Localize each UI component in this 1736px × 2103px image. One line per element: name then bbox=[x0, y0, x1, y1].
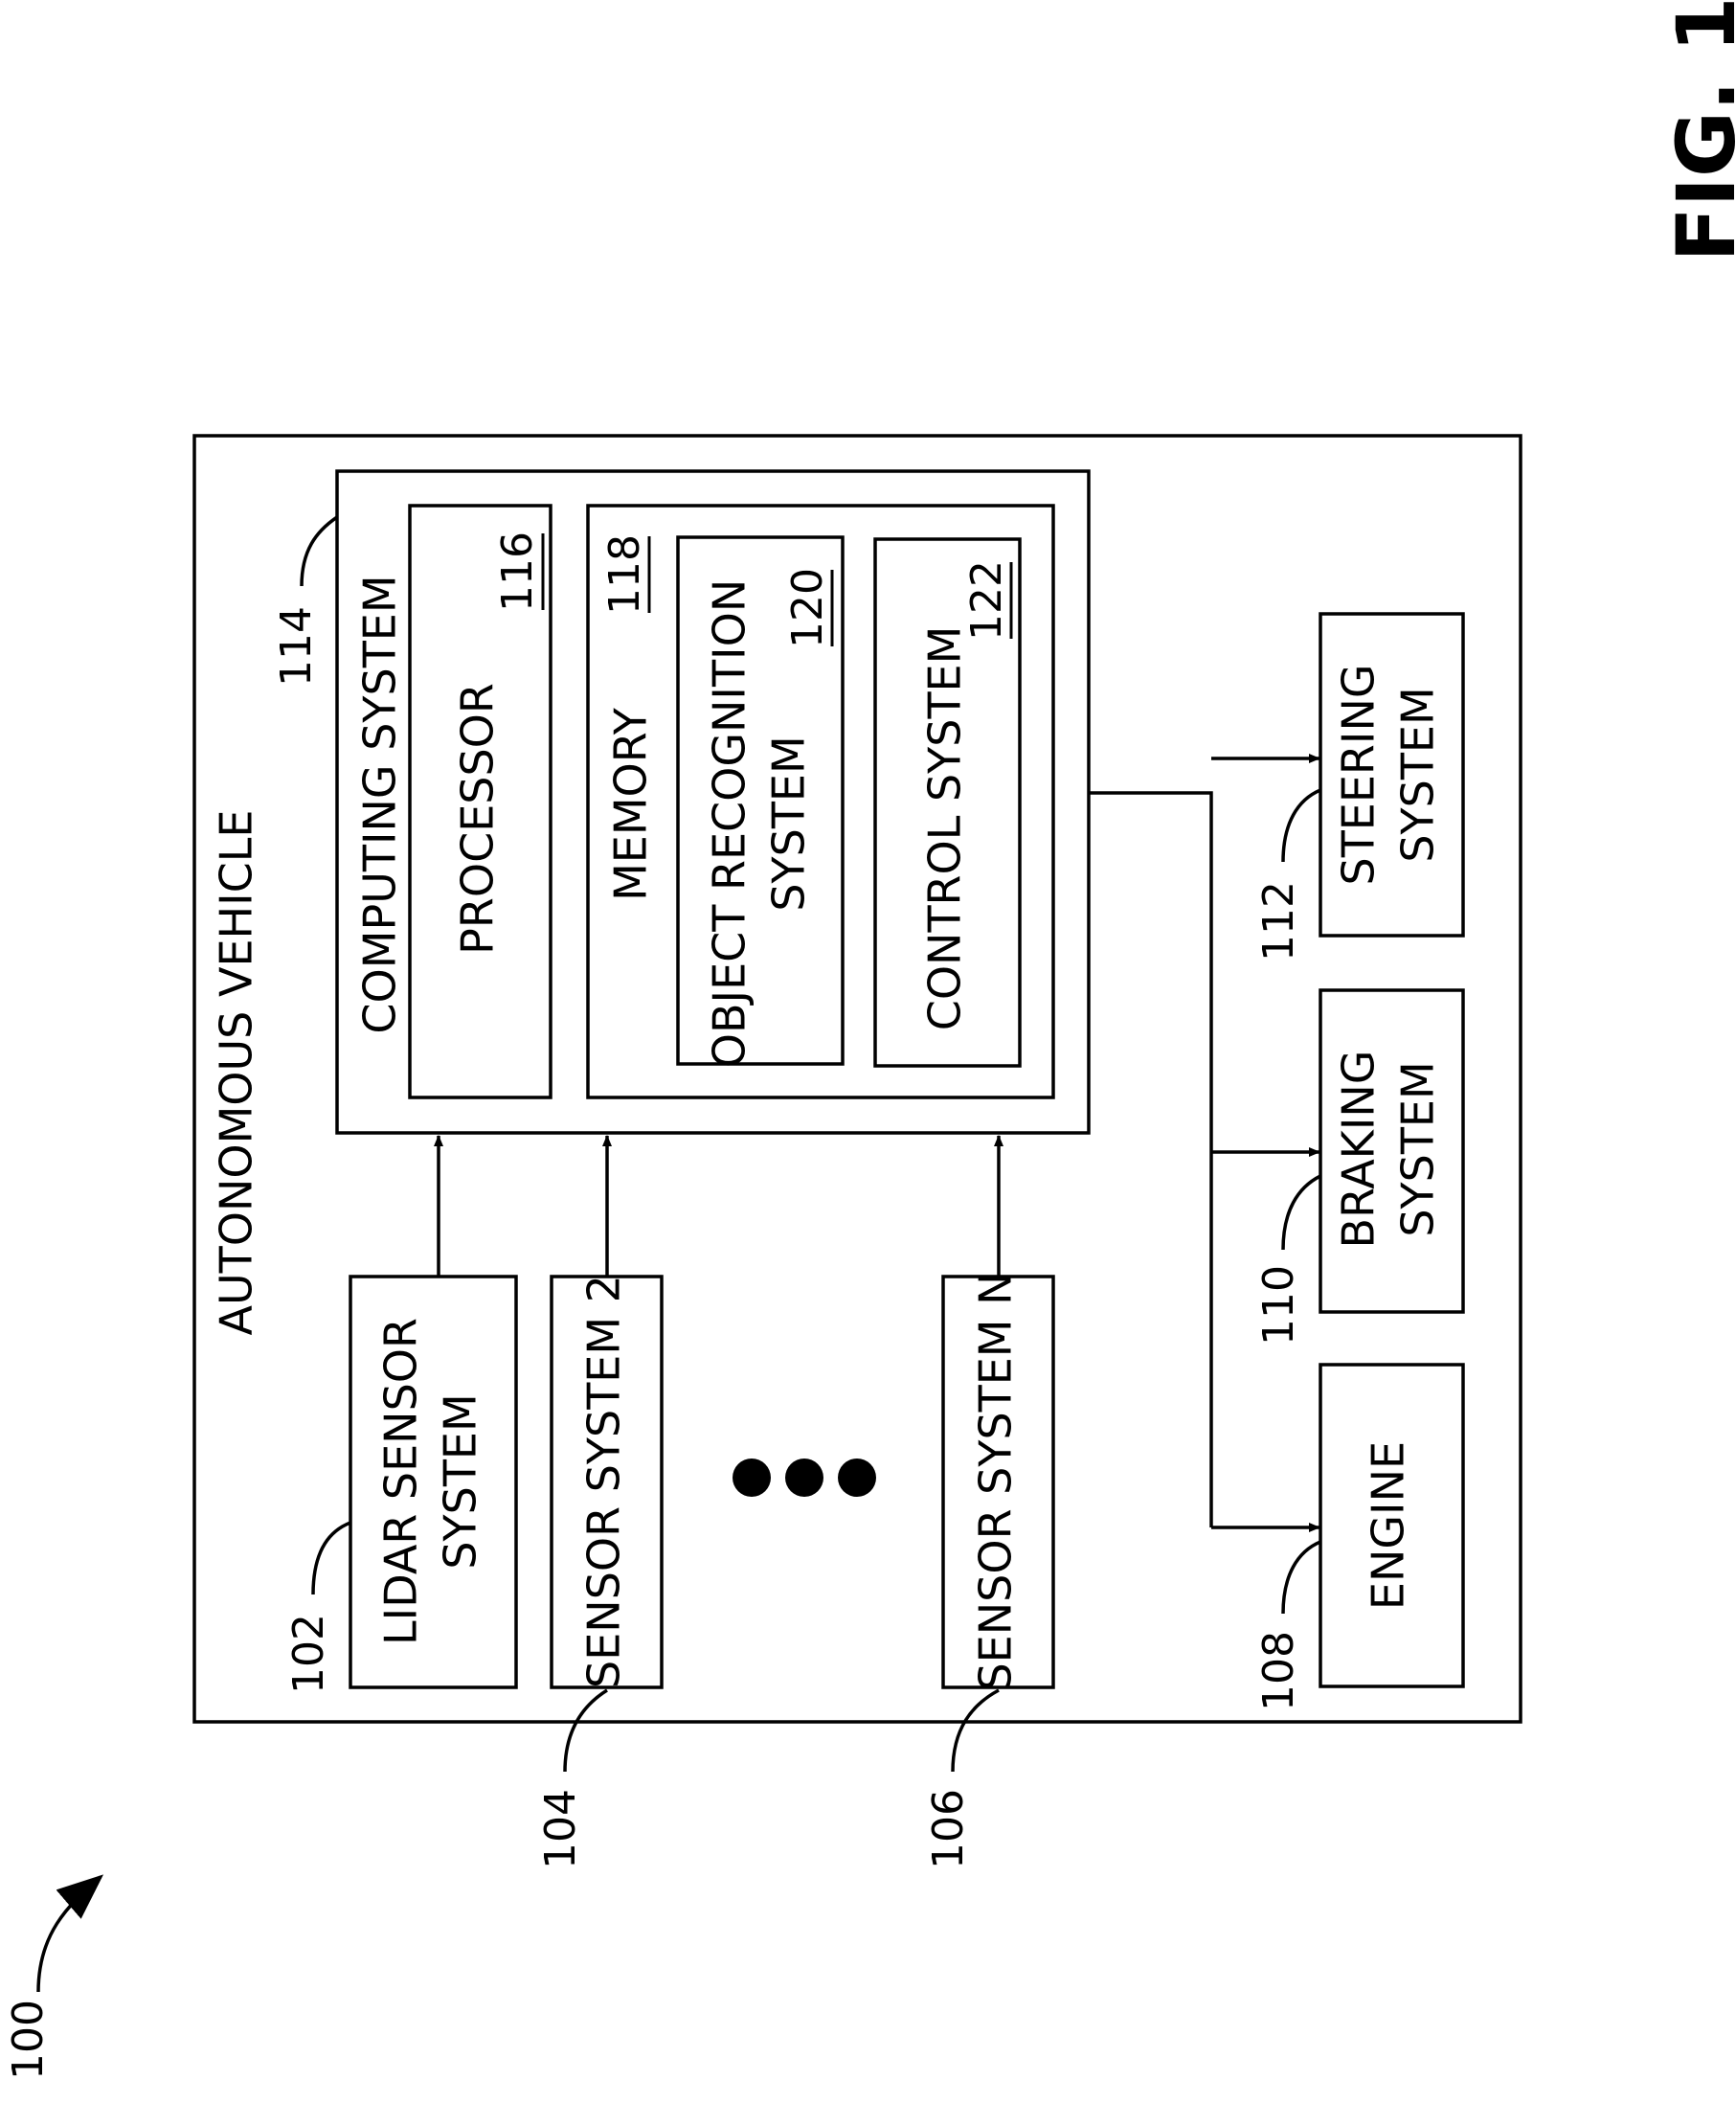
output-bus-line bbox=[1089, 793, 1211, 1527]
braking-system-label-line2: SYSTEM bbox=[1392, 1061, 1444, 1236]
engine-ref: 108 bbox=[1254, 1631, 1303, 1711]
memory-label: MEMORY bbox=[605, 707, 657, 901]
sensor-system-n-label: SENSOR SYSTEM N bbox=[970, 1272, 1022, 1690]
steering-system-ref: 112 bbox=[1254, 881, 1303, 961]
processor-label: PROCESSOR bbox=[452, 683, 504, 955]
ellipsis-dot-1 bbox=[733, 1459, 771, 1497]
sensor-system-2-leader bbox=[565, 1690, 607, 1772]
lidar-sensor-leader bbox=[313, 1523, 350, 1594]
sensor-system-2-ref: 104 bbox=[536, 1789, 585, 1869]
autonomous-vehicle-label: AUTONOMOUS VEHICLE bbox=[211, 810, 262, 1336]
control-system-ref: 122 bbox=[962, 560, 1011, 641]
system-ref-label: 100 bbox=[4, 2000, 53, 2080]
engine-leader bbox=[1283, 1542, 1320, 1614]
object-recognition-label-line2: SYSTEM bbox=[763, 735, 815, 911]
computing-system-leader bbox=[302, 517, 337, 586]
memory-ref: 118 bbox=[600, 534, 649, 615]
steering-system-label-line2: SYSTEM bbox=[1392, 687, 1444, 862]
braking-system-label-line1: BRAKING bbox=[1333, 1051, 1385, 1249]
steering-system-leader bbox=[1283, 790, 1320, 862]
sensor-system-n-leader bbox=[953, 1690, 999, 1772]
ellipsis-dot-3 bbox=[838, 1459, 876, 1497]
ellipsis-dot-2 bbox=[785, 1459, 823, 1497]
control-system-label: CONTROL SYSTEM bbox=[919, 626, 971, 1031]
braking-system-ref: 110 bbox=[1254, 1265, 1303, 1345]
system-ref-arrow bbox=[38, 1877, 101, 1992]
object-recognition-ref: 120 bbox=[783, 568, 832, 648]
lidar-sensor-label-line1: LIDAR SENSOR bbox=[375, 1318, 427, 1645]
engine-label: ENGINE bbox=[1363, 1441, 1414, 1610]
sensor-system-n-ref: 106 bbox=[924, 1789, 973, 1869]
object-recognition-label-line1: OBJECT RECOGNITION bbox=[704, 579, 755, 1069]
lidar-sensor-label-line2: SYSTEM bbox=[435, 1393, 486, 1569]
computing-system-ref: 114 bbox=[272, 606, 321, 687]
braking-system-leader bbox=[1283, 1176, 1320, 1250]
figure-label: FIG. 1 bbox=[1659, 0, 1736, 262]
computing-system-label: COMPUTING SYSTEM bbox=[354, 575, 406, 1033]
steering-system-label-line1: STEERING bbox=[1333, 664, 1385, 885]
sensor-system-2-label: SENSOR SYSTEM 2 bbox=[578, 1275, 630, 1688]
lidar-sensor-ref: 102 bbox=[284, 1614, 333, 1694]
processor-ref: 116 bbox=[493, 531, 542, 612]
